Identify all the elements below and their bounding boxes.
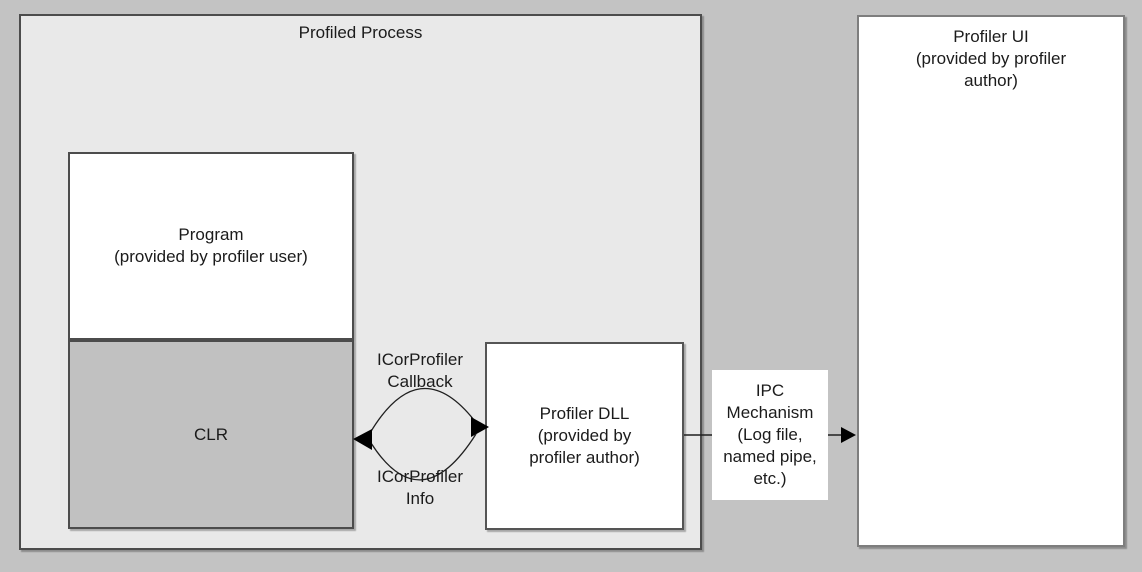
info-label-line2: Info (405, 489, 435, 508)
info-label-line1: ICorProfiler (377, 467, 463, 486)
profiler-ui-label-line3: author) (964, 71, 1018, 90)
profiler-dll-box: Profiler DLL (provided by profiler autho… (485, 342, 684, 530)
program-label-line1: Program (178, 225, 244, 244)
profiler-ui-label-line1: Profiler UI (953, 27, 1029, 46)
ipc-label-line2: Mechanism (726, 403, 814, 422)
callback-label-line1: ICorProfiler (377, 350, 463, 369)
program-box: Program (provided by profiler user) (68, 152, 354, 340)
ipc-label-line5: etc.) (753, 469, 787, 488)
callback-arrow-label: ICorProfiler Callback (340, 349, 500, 393)
ipc-mechanism-box: IPC Mechanism (Log file, named pipe, etc… (712, 370, 828, 500)
profiled-process-title: Profiled Process (298, 23, 423, 42)
callback-label-line2: Callback (387, 372, 453, 391)
profiler-dll-label-line1: Profiler DLL (539, 404, 630, 423)
clr-box: CLR (68, 340, 354, 529)
ipc-arrowhead-icon (841, 427, 856, 443)
profiler-dll-label-line2: (provided by (537, 426, 632, 445)
ipc-label-line4: named pipe, (723, 447, 817, 466)
program-label-line2: (provided by profiler user) (114, 247, 308, 266)
profiler-dll-label-line3: profiler author) (529, 448, 640, 467)
profiler-ui-label-line2: (provided by profiler (915, 49, 1067, 68)
clr-label: CLR (193, 424, 228, 444)
profiler-ui-box: Profiler UI (provided by profiler author… (857, 15, 1125, 547)
info-arrow-label: ICorProfiler Info (340, 466, 500, 510)
ipc-label-line1: IPC (755, 381, 785, 400)
ipc-label-line3: (Log file, (737, 425, 803, 444)
